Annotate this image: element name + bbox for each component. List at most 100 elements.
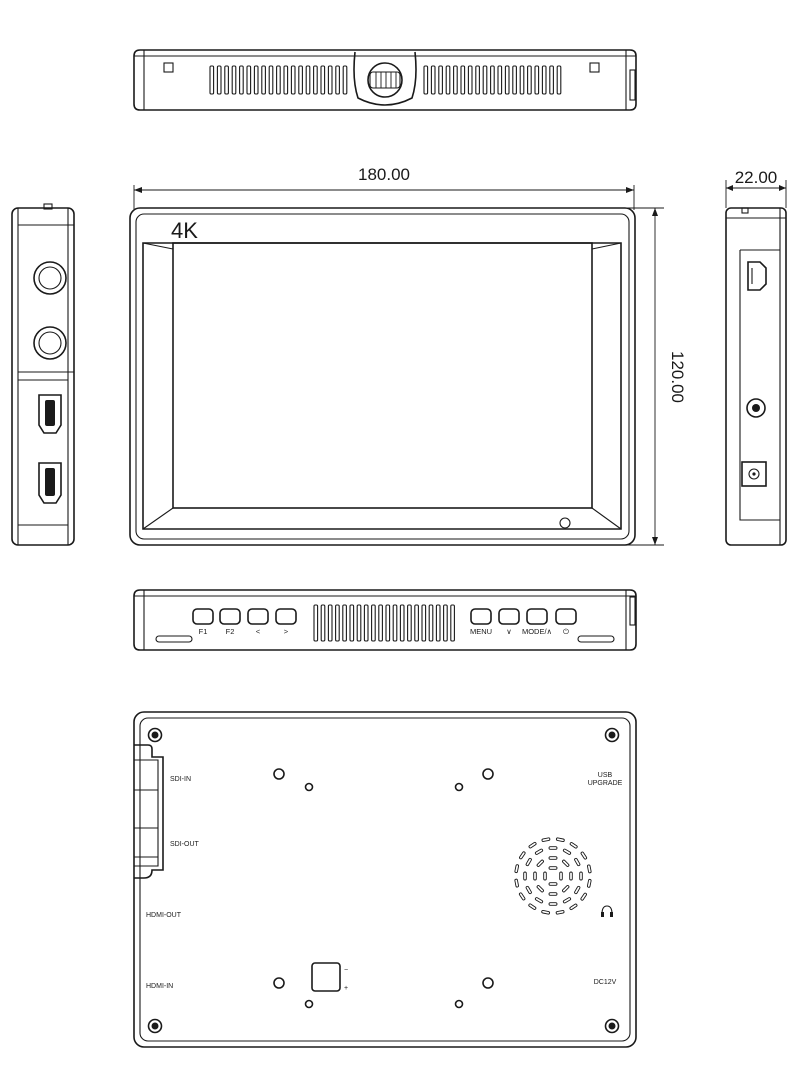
speaker-hole <box>534 848 544 855</box>
vent-slot <box>305 65 311 95</box>
speaker-grille <box>514 837 592 915</box>
power-indicator-led <box>559 517 571 529</box>
speaker-hole <box>587 864 592 874</box>
vent-slot <box>549 65 554 95</box>
speaker-hole <box>559 871 563 881</box>
dc12v-label: DC12V <box>594 979 617 986</box>
power-button[interactable]: ⏻ <box>555 608 577 636</box>
vent-slot <box>298 65 303 95</box>
vent-slot <box>482 65 488 95</box>
top-vents-right <box>423 65 562 95</box>
screw-bottom-left <box>147 1018 163 1034</box>
speaker-hole <box>536 859 544 867</box>
vent-slot <box>268 65 274 95</box>
vent-slot <box>349 604 355 642</box>
speaker-hole <box>548 902 558 906</box>
speaker-hole <box>548 866 558 870</box>
vent-slot <box>342 65 348 95</box>
speaker-hole <box>548 846 558 850</box>
speaker-hole <box>543 871 547 881</box>
hdmi-in-label: HDMI-IN <box>146 983 173 990</box>
speaker-hole <box>569 871 573 881</box>
speaker-hole <box>574 885 581 895</box>
vent-slot <box>363 604 369 642</box>
vent-slot <box>423 65 429 95</box>
vent-slot <box>224 65 229 95</box>
mode-up-button[interactable]: MODE/∧ <box>522 608 552 636</box>
vent-slot <box>246 65 252 95</box>
width-dimension-label: 180.00 <box>358 165 410 184</box>
speaker-hole <box>574 857 581 867</box>
speaker-hole <box>548 892 558 896</box>
vent-slot <box>327 604 333 642</box>
headphone-jack <box>746 398 766 418</box>
screw-bottom-right <box>604 1018 620 1034</box>
vent-slot <box>313 65 318 95</box>
vent-slot <box>216 65 222 95</box>
vent-slot <box>534 65 540 95</box>
menu-button[interactable]: MENU <box>470 608 492 636</box>
usb-label-line2: UPGRADE <box>588 780 623 787</box>
depth-dimension-label: 22.00 <box>735 168 778 187</box>
speaker-hole <box>586 878 592 888</box>
vent-slot <box>519 65 525 95</box>
vent-slot <box>209 65 215 95</box>
mounting-holes <box>273 768 494 1009</box>
sdi-in-label: SDI-IN <box>170 776 191 783</box>
vent-slot <box>512 65 517 95</box>
speaker-hole <box>514 864 520 874</box>
vent-slot <box>460 65 466 95</box>
vent-slot <box>320 65 326 95</box>
left-arrow-button[interactable]: < <box>247 608 269 636</box>
vent-slot <box>342 604 347 642</box>
speaker-hole <box>580 892 587 901</box>
bottom-view: F1 F2 < > MENU ∨ MODE/∧ ⏻ <box>133 589 637 651</box>
speaker-hole <box>548 856 558 860</box>
speaker-hole <box>525 885 532 895</box>
speaker-hole <box>569 842 578 849</box>
vent-slot <box>335 604 340 642</box>
vent-slot <box>399 604 405 642</box>
power-icon: ⏻ <box>563 627 570 636</box>
menu-button-label: MENU <box>470 627 492 636</box>
4k-badge: 4K <box>171 218 198 243</box>
f2-button[interactable]: F2 <box>219 608 241 636</box>
hdmi-connector-bottom <box>38 462 62 504</box>
f2-button-label: F2 <box>226 627 235 636</box>
vent-slot <box>283 65 289 95</box>
usb-port <box>747 261 767 291</box>
right-arrow-button[interactable]: > <box>275 608 297 636</box>
vent-slot <box>385 604 391 642</box>
vent-slot <box>445 65 451 95</box>
f1-button[interactable]: F1 <box>192 608 214 636</box>
speaker-hole <box>541 837 551 842</box>
vent-slot <box>371 604 376 642</box>
left-side-view <box>11 203 75 546</box>
plus-label: + <box>344 985 348 992</box>
depth-dimension: 22.00 <box>725 168 787 208</box>
speaker-hole <box>569 903 578 911</box>
speaker-hole <box>528 841 537 849</box>
speaker-hole <box>562 897 572 904</box>
vent-slot <box>541 65 547 95</box>
speaker-hole <box>562 859 570 867</box>
speaker-hole <box>579 871 583 881</box>
vent-slot <box>253 65 259 95</box>
vent-slot <box>327 65 333 95</box>
vent-slot <box>443 604 448 642</box>
speaker-hole <box>534 897 544 904</box>
vent-slot <box>231 65 237 95</box>
speaker-hole <box>518 892 526 901</box>
hdmi-connector-top <box>38 394 62 434</box>
speaker-hole <box>555 837 565 843</box>
vent-slot <box>378 604 383 642</box>
width-dimension: 180.00 <box>133 165 635 210</box>
sdi-out-label: SDI-OUT <box>170 841 200 848</box>
down-button[interactable]: ∨ <box>498 608 520 636</box>
vent-slot <box>430 65 436 95</box>
sdi-out-connector <box>33 326 67 360</box>
speaker-hole <box>528 903 537 910</box>
vent-slot <box>450 604 455 642</box>
speaker-hole <box>514 878 519 888</box>
right-arrow-button-label: > <box>284 627 289 636</box>
